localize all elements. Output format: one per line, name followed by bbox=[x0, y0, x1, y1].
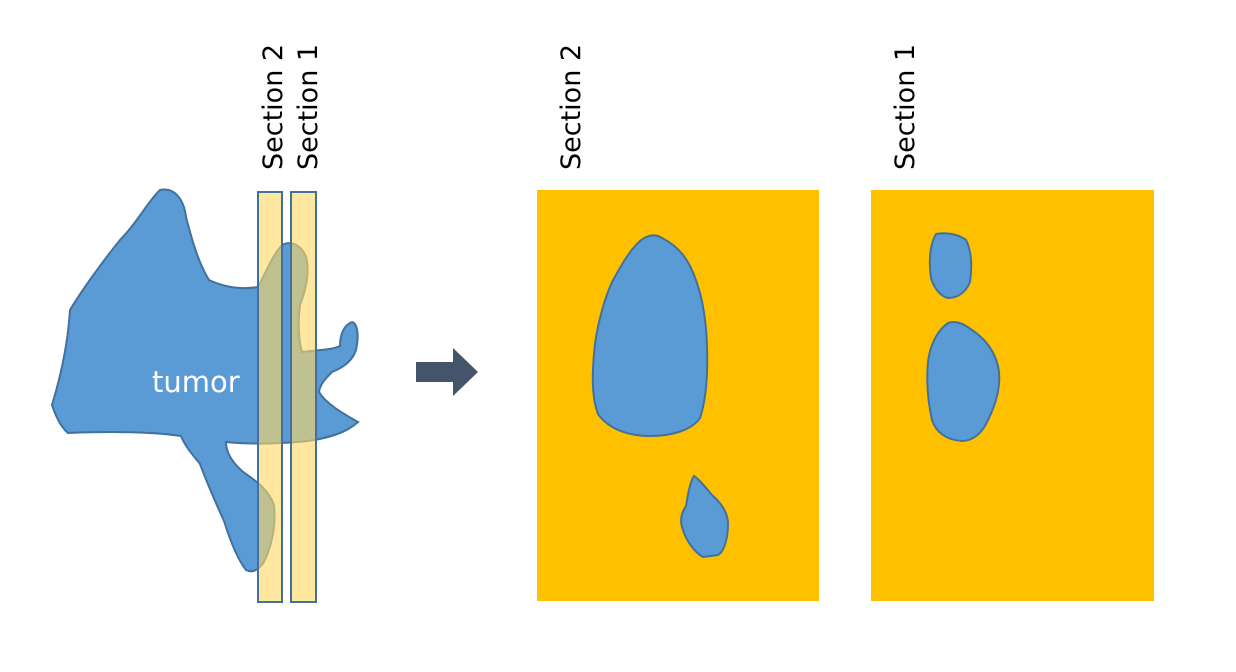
slice-strip-section-1 bbox=[290, 191, 317, 603]
arrow-right-icon bbox=[416, 348, 478, 396]
slice-strip-section-2 bbox=[257, 191, 283, 603]
tumor-label: tumor bbox=[152, 365, 240, 399]
section-2-blob-small bbox=[680, 474, 730, 559]
section-1-title: Section 1 bbox=[890, 44, 921, 170]
section-2-panel: Section 2 bbox=[537, 44, 819, 601]
slice-label-section-2: Section 2 bbox=[258, 44, 289, 170]
section-1-blob-bottom bbox=[926, 320, 1001, 443]
slice-strips bbox=[257, 191, 317, 603]
section-1-background bbox=[871, 190, 1154, 601]
section-1-blob-top bbox=[928, 232, 973, 300]
section-1-panel: Section 1 bbox=[871, 44, 1154, 601]
slice-label-section-1: Section 1 bbox=[293, 44, 324, 170]
section-2-title: Section 2 bbox=[556, 44, 587, 170]
section-2-blob-large bbox=[591, 234, 709, 438]
